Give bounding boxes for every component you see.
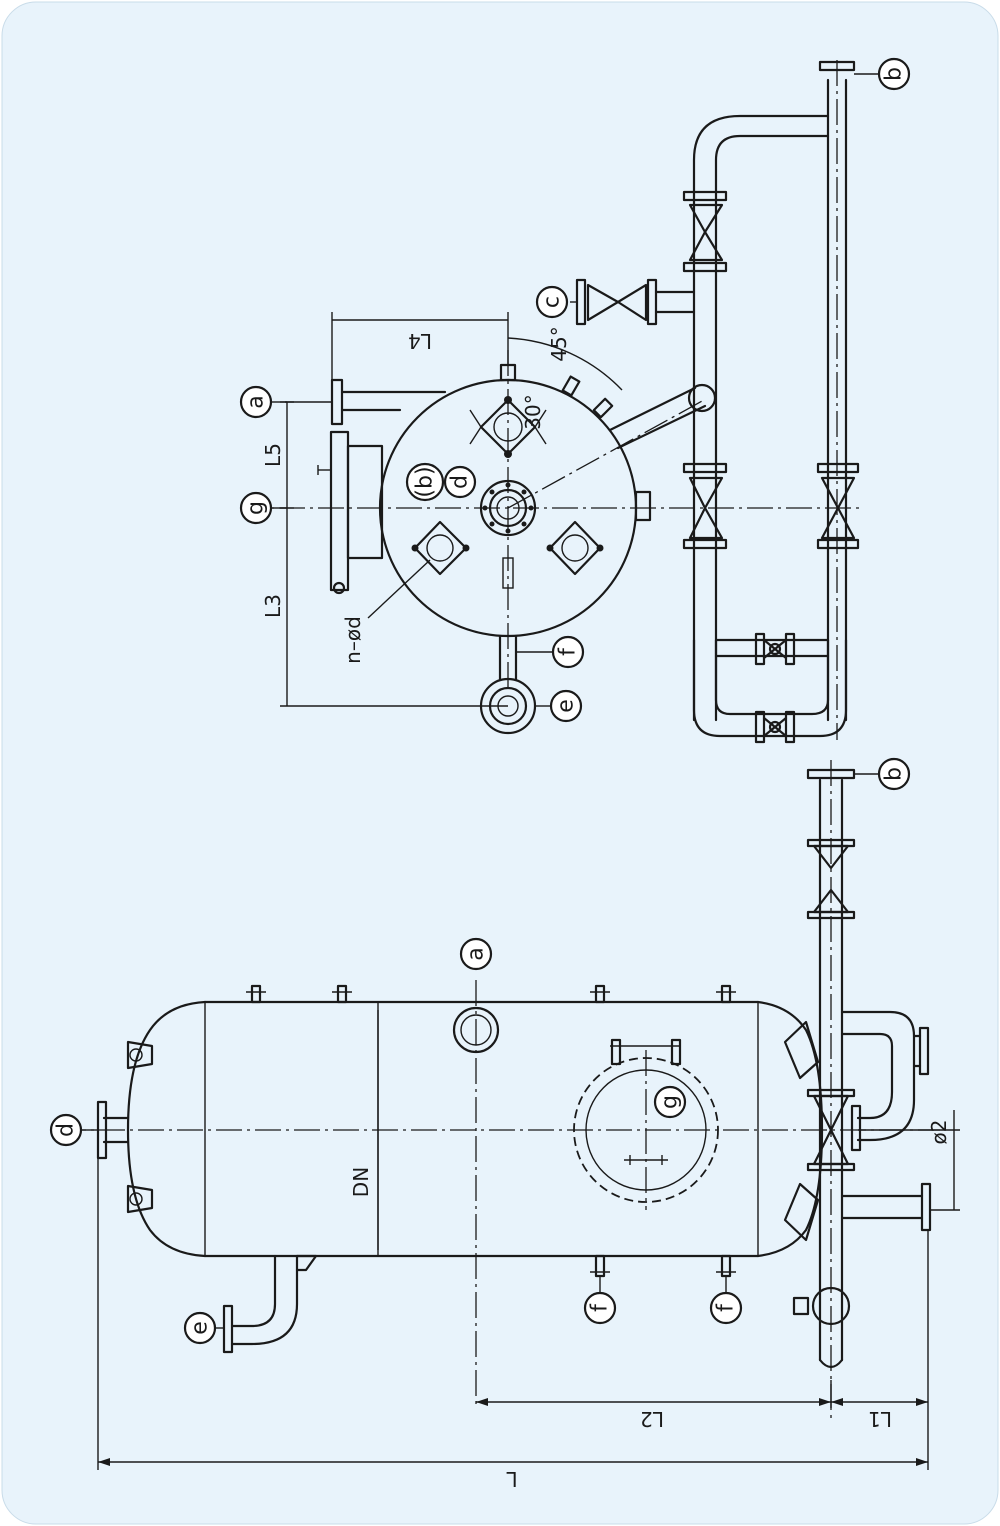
nozzle-a-side bbox=[452, 980, 500, 1406]
angle-45-arc bbox=[507, 337, 623, 391]
svg-text:f: f bbox=[556, 647, 581, 656]
left-bottom-valve bbox=[682, 462, 728, 550]
svg-text:b: b bbox=[882, 767, 907, 781]
svg-text:b: b bbox=[882, 67, 907, 81]
lifting-lug-bottom bbox=[126, 1184, 154, 1214]
nozzle-e-side bbox=[210, 1254, 318, 1354]
tag-bubbles: a g (b) d c f e b bbox=[49, 57, 911, 1345]
right-lug-diamond bbox=[546, 520, 604, 576]
tag-d-end: d bbox=[443, 465, 477, 499]
radial-nozzle-2 bbox=[592, 397, 614, 419]
dim-L3: L3 bbox=[261, 594, 285, 618]
tag-g-side: g bbox=[653, 1085, 687, 1119]
dim-L1: L1 bbox=[868, 1407, 892, 1431]
branch-c bbox=[570, 278, 696, 326]
svg-text:e: e bbox=[188, 1321, 213, 1335]
top-lug-diamond bbox=[469, 396, 547, 458]
tag-e-end: e bbox=[549, 689, 583, 723]
tag-f-end: f bbox=[551, 635, 585, 669]
dim-phi2: ø2 bbox=[927, 1120, 951, 1145]
lifting-lug-top bbox=[126, 1040, 154, 1070]
dim-L4: L4 bbox=[408, 329, 432, 353]
tag-f-side-2: f bbox=[709, 1291, 743, 1325]
tag-b-paren-end: (b) bbox=[405, 462, 445, 502]
side-piping-column bbox=[783, 760, 932, 1420]
tag-a-side: a bbox=[459, 937, 493, 971]
manhole-g-side bbox=[317, 430, 384, 595]
dim-L5: L5 bbox=[261, 443, 285, 467]
tag-e-side: e bbox=[183, 1311, 217, 1345]
left-lug-diamond bbox=[411, 520, 470, 576]
svg-text:d: d bbox=[54, 1123, 79, 1137]
tag-a-end: a bbox=[239, 385, 273, 419]
piping-loop bbox=[570, 60, 878, 744]
left-top-valve bbox=[682, 190, 728, 273]
side-view bbox=[60, 760, 960, 1470]
end-view bbox=[240, 312, 860, 735]
dim-n-phi-d: n–ød bbox=[341, 616, 365, 664]
manhole-g-face bbox=[573, 1038, 719, 1210]
svg-text:e: e bbox=[554, 699, 579, 713]
bottom-nozzles-f bbox=[590, 1254, 736, 1292]
svg-text:d: d bbox=[448, 475, 473, 489]
nozzle-d-side bbox=[82, 1100, 130, 1160]
svg-text:f: f bbox=[588, 1303, 613, 1312]
left-head bbox=[126, 1000, 207, 1258]
right-shell-nozzle bbox=[634, 490, 652, 522]
loop-gate-valve-upper bbox=[754, 632, 796, 666]
right-riser-valve bbox=[816, 462, 860, 550]
right-head bbox=[756, 1000, 824, 1258]
central-nozzle-d bbox=[479, 479, 537, 537]
dimension-labels: L5 L3 L4 n–ød 45° 30° DN ø2 L2 L1 L bbox=[261, 326, 951, 1491]
tag-f-side-1: f bbox=[583, 1291, 617, 1325]
bottom-slot bbox=[502, 557, 514, 589]
tag-b-side: b bbox=[877, 757, 911, 791]
svg-text:g: g bbox=[658, 1095, 683, 1109]
end-view-diagonal-centerline bbox=[507, 399, 705, 509]
svg-text:a: a bbox=[244, 395, 269, 408]
dimension-lines-side bbox=[97, 1010, 960, 1470]
tag-c-end: c bbox=[535, 285, 569, 319]
dim-L2: L2 bbox=[640, 1407, 664, 1431]
n-phi-d-leader bbox=[367, 559, 431, 619]
svg-text:(b): (b) bbox=[413, 466, 438, 497]
nozzle-a-endview bbox=[285, 378, 447, 426]
dim-angle-30: 30° bbox=[521, 394, 545, 429]
dim-angle-45: 45° bbox=[547, 326, 571, 361]
svg-text:f: f bbox=[714, 1303, 739, 1312]
svg-text:g: g bbox=[244, 501, 269, 515]
dim-DN: DN bbox=[349, 1167, 373, 1197]
tag-g-end: g bbox=[239, 491, 273, 525]
top-nozzles bbox=[246, 984, 736, 1004]
svg-text:a: a bbox=[464, 947, 489, 960]
dim-L: L bbox=[506, 1467, 518, 1491]
tag-b-end: b bbox=[877, 57, 911, 91]
tag-d-side: d bbox=[49, 1113, 83, 1147]
radial-nozzle-1 bbox=[561, 375, 581, 397]
loop-gate-valve-lower bbox=[754, 710, 796, 744]
svg-text:c: c bbox=[540, 296, 565, 308]
